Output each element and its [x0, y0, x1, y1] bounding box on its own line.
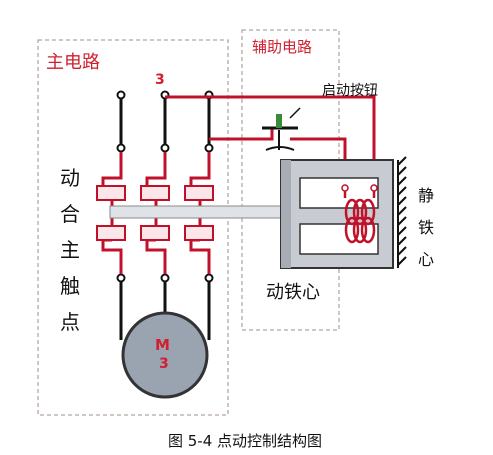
- static-core-char: 铁: [418, 218, 435, 237]
- moving-contacts-char: 触: [60, 274, 80, 298]
- moving-contacts-char: 动: [60, 166, 80, 190]
- caption: 图 5-4 点动控制结构图: [168, 432, 323, 450]
- start-button-label: 启动按钮: [322, 83, 378, 99]
- motor-phase: 3: [159, 356, 169, 372]
- motor-icon: [121, 311, 209, 399]
- moving-contacts-char: 主: [60, 238, 80, 262]
- phase-mark: 3: [155, 72, 165, 88]
- coil-terminals: [341, 184, 378, 192]
- static-core-char: 心: [418, 250, 435, 269]
- static-core-char: 静: [418, 186, 435, 205]
- pushbutton-icon[interactable]: [262, 107, 301, 151]
- moving-contacts-char: 合: [60, 202, 80, 226]
- main-circuit-box: [37, 39, 229, 416]
- ground-hatch-icon: [397, 156, 407, 268]
- aux-circuit-label: 辅助电路: [252, 38, 313, 56]
- actuator-shaft: [109, 205, 291, 219]
- contact-blocks: [96, 185, 214, 241]
- main-circuit-label: 主电路: [46, 52, 100, 73]
- terminal-icon: [116, 90, 214, 283]
- motor-letter: M: [155, 336, 170, 354]
- static-core-label: 静 铁 心: [418, 180, 434, 276]
- coil-icon: [343, 185, 376, 244]
- static-core: [280, 159, 394, 269]
- moving-contacts-label: 动 合 主 触 点: [60, 160, 80, 340]
- moving-contacts-char: 点: [60, 310, 80, 334]
- moving-core-label: 动铁心: [266, 282, 320, 303]
- phase-wires-top: [119, 95, 211, 148]
